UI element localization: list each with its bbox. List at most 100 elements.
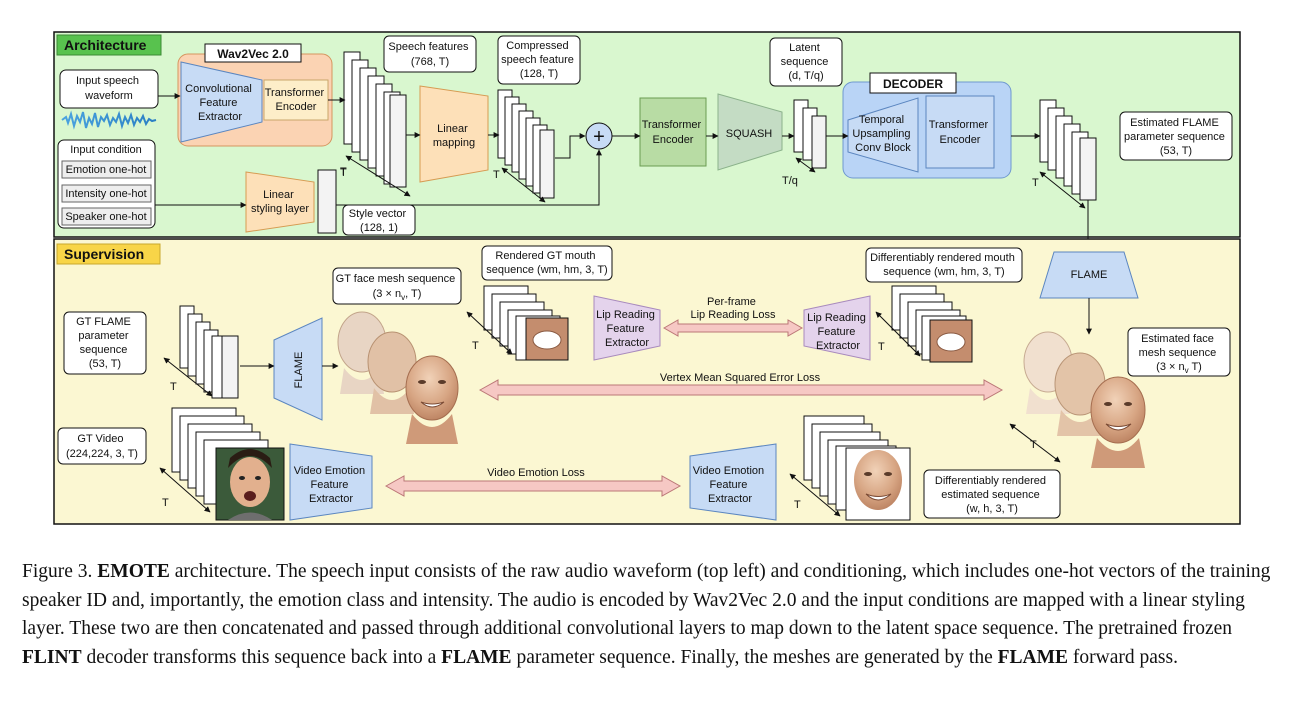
- style-vector-label: Style vector (128, 1): [349, 208, 410, 234]
- estimated-mesh-box: [1127, 327, 1231, 377]
- estimated-mesh-t: T: [1030, 439, 1037, 451]
- est-video-emotion-shape: [689, 443, 777, 521]
- vertex-loss-arrow: [478, 379, 1004, 401]
- gt-video-t-arrow: [159, 467, 211, 513]
- compressed-t: T: [493, 169, 500, 181]
- temporal-upsampling-shape: [847, 97, 919, 173]
- intensity-onehot-label: Intensity one-hot: [65, 188, 146, 200]
- rendered-gt-mouth-label: Rendered GT mouth sequence (wm, hm, 3, T…: [486, 250, 607, 276]
- caption-emote: EMOTE: [97, 561, 170, 582]
- latent-box: [769, 37, 843, 87]
- est-lip-reading-label: Lip Reading Feature Extractor: [807, 312, 869, 352]
- gt-mouth-t: T: [472, 340, 479, 352]
- architecture-label: Architecture: [64, 37, 147, 53]
- lip-reading-loss-label: Per-frame Lip Reading Loss: [690, 296, 776, 321]
- estimated-flame-stack: [1039, 99, 1097, 201]
- input-speech-box: [59, 69, 159, 109]
- diff-rendered-label: Differentiably rendered estimated sequen…: [935, 475, 1049, 515]
- est-lip-reading-shape: [803, 295, 871, 361]
- gt-video-frame-image: [215, 447, 285, 521]
- gt-flame-t-arrow: [163, 357, 213, 397]
- decoder-transformer-label: Transformer Encoder: [929, 119, 992, 146]
- estimated-mesh-t-arrow: [1009, 423, 1061, 463]
- linear-mapping-shape: [419, 85, 489, 183]
- gt-mouth-image: [525, 317, 569, 361]
- gt-video-emotion-label: Video Emotion Feature Extractor: [294, 465, 368, 505]
- w2v-transformer-box: [263, 79, 329, 121]
- speech-features-label: Speech features (768, T): [388, 41, 471, 68]
- latent-tq-arrow: [795, 157, 816, 173]
- estimated-flame-t: T: [1032, 177, 1039, 189]
- concat-plus-sign: +: [593, 126, 605, 148]
- wav2vec-title-box: [204, 43, 302, 63]
- input-condition-label: Input condition: [70, 144, 142, 156]
- style-vector-t: T: [340, 166, 347, 178]
- w2v-transformer-label: Transformer Encoder: [265, 87, 328, 113]
- caption-part-1: architecture. The speech input consists …: [22, 561, 1271, 639]
- gt-mouth-t-arrow: [466, 311, 513, 355]
- supervision-tag: [56, 243, 161, 265]
- gt-flame-t: T: [170, 381, 177, 393]
- gt-flame-label: GT FLAME parameter sequence (53, T): [76, 316, 134, 370]
- transformer-encoder-block: [639, 97, 707, 167]
- linear-styling-label: Linear styling layer: [251, 189, 309, 215]
- gt-face-mesh-icon: [337, 311, 459, 444]
- diff-mouth-box: [865, 247, 1023, 283]
- rendered-gt-mouth-box: [481, 245, 613, 281]
- gt-video-label: GT Video (224,224, 3, T): [66, 433, 138, 460]
- conv-extractor-label: Convolutional Feature Extractor: [185, 83, 255, 123]
- conv-extractor-shape: [180, 61, 263, 143]
- diff-rendered-frame-image: [845, 447, 911, 521]
- speech-features-t-arrow: [345, 155, 411, 197]
- diff-rendered-t-arrow: [789, 473, 841, 517]
- linear-styling-shape: [245, 171, 315, 233]
- diff-mouth-image: [929, 319, 973, 363]
- caption-flame-1: FLAME: [441, 646, 512, 668]
- architecture-tag: [56, 34, 162, 56]
- estimated-face-mesh-icon: [1023, 331, 1146, 468]
- flame-decoder-label: FLAME: [1071, 269, 1108, 281]
- style-vector-bar: [317, 169, 337, 234]
- gt-video-box: [57, 427, 147, 465]
- speech-features-t: T: [340, 167, 347, 179]
- supervision-label: Supervision: [64, 246, 144, 262]
- caption-flint: FLINT: [22, 646, 82, 668]
- latent-tq: T/q: [782, 175, 798, 187]
- caption-part-2: decoder transforms this sequence back in…: [81, 646, 442, 668]
- squash-shape: [717, 93, 783, 171]
- emotion-onehot-box: [61, 160, 152, 179]
- estimated-flame-label: Estimated FLAME parameter sequence (53, …: [1124, 117, 1228, 157]
- input-speech-label: Input speech waveform: [76, 75, 142, 102]
- caption-flame-2: FLAME: [997, 646, 1069, 668]
- compressed-label: Compressed speech feature (128, T): [501, 40, 577, 80]
- diff-rendered-t: T: [794, 499, 801, 511]
- speaker-onehot-box: [61, 207, 152, 226]
- figure-caption: Figure 3. EMOTE architecture. The speech…: [22, 558, 1284, 672]
- speech-features-box: [383, 35, 477, 73]
- gt-lip-reading-shape: [593, 295, 661, 361]
- wav2vec-title: Wav2Vec 2.0: [217, 47, 289, 61]
- speaker-onehot-label: Speaker one-hot: [65, 211, 146, 223]
- diff-rendered-box: [923, 469, 1061, 519]
- decoder-title-box: [869, 72, 957, 94]
- vertex-loss-label: Vertex Mean Squared Error Loss: [660, 372, 821, 384]
- gt-video-emotion-shape: [289, 443, 373, 521]
- waveform-icon: [61, 110, 157, 130]
- decoder-transformer-box: [925, 95, 995, 169]
- gt-video-t: T: [162, 497, 169, 509]
- latent-label: Latent sequence (d, T/q): [781, 42, 832, 82]
- gt-flame-shape-label: FLAME: [293, 352, 305, 389]
- estimated-flame-t-arrow: [1039, 171, 1086, 209]
- est-video-emotion-label: Video Emotion Feature Extractor: [693, 465, 767, 505]
- estimated-mesh-label: Estimated face mesh sequence (3 × nv T): [1139, 333, 1220, 375]
- compressed-t-arrow: [501, 167, 546, 203]
- flame-decoder-shape: [1039, 251, 1139, 299]
- lip-reading-loss-arrow: [662, 319, 804, 337]
- latent-stack: [793, 99, 827, 169]
- gt-mesh-box: [332, 267, 462, 305]
- temporal-upsampling-label: Temporal Upsampling Conv Block: [852, 114, 913, 154]
- transformer-encoder-label: Transformer Encoder: [642, 119, 705, 146]
- video-emotion-loss-arrow: [384, 475, 682, 497]
- video-emotion-loss-label: Video Emotion Loss: [487, 467, 585, 479]
- gt-flame-box: [63, 311, 147, 375]
